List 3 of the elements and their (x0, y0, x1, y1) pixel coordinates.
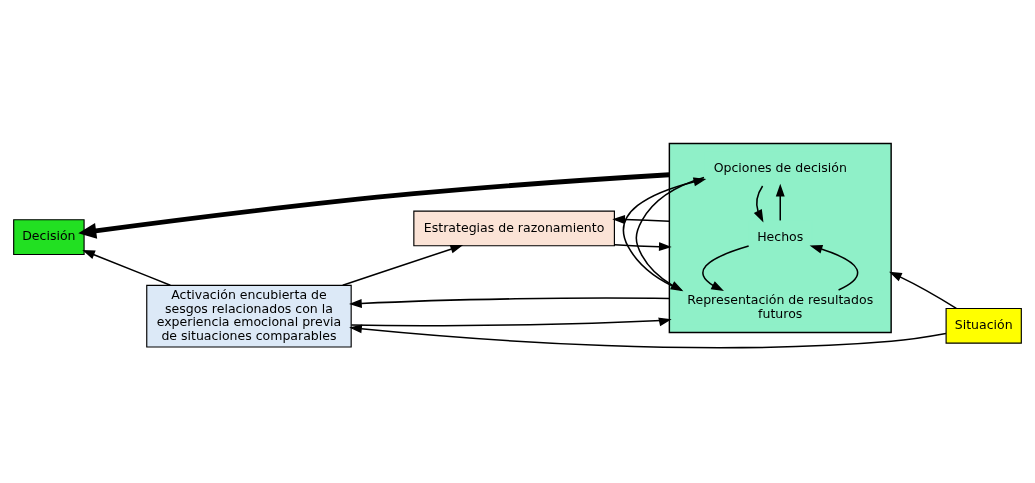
node-text: Opciones de decisión (713, 159, 847, 175)
node-text: Hechos (757, 228, 804, 244)
node-text: Representación de resultados futuros (687, 291, 874, 321)
